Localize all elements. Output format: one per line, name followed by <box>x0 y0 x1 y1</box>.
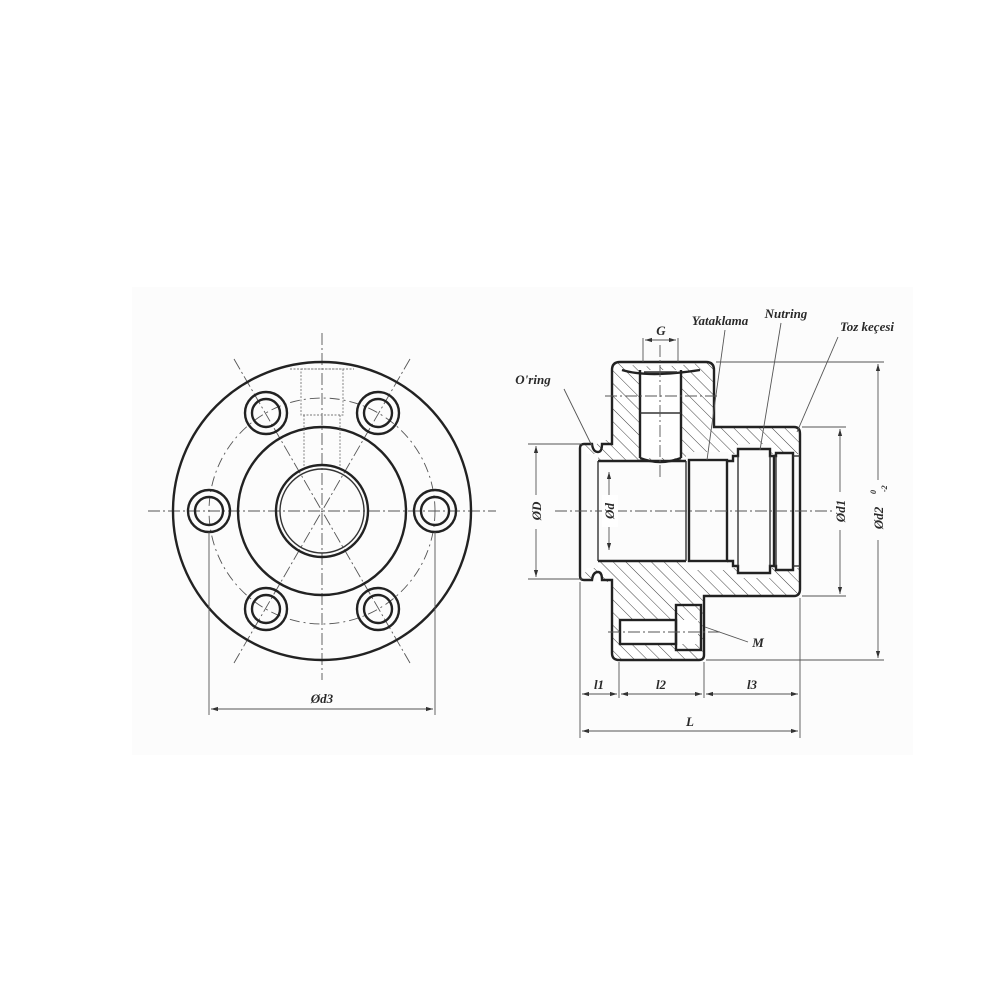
bolt-hole <box>355 390 401 436</box>
hub-circle <box>236 425 408 597</box>
label-d1: Ød1 <box>833 500 848 523</box>
port-g <box>605 345 720 480</box>
body-outline <box>578 360 802 662</box>
flange-outer-circle <box>171 360 473 662</box>
dimension-d2: Ød2 0 -2 <box>706 361 889 661</box>
wiper-groove <box>774 451 800 572</box>
section-view: ØD Ød Ød1 Ød2 0 -2 <box>515 306 894 738</box>
label-l3: l3 <box>747 677 758 692</box>
bearing-groove <box>685 458 729 563</box>
label-d2-tol-lower: -2 <box>880 485 889 492</box>
label-wiper: Toz keçesi <box>840 319 894 334</box>
dimension-lengths: l1 l2 l3 L <box>579 582 801 738</box>
dimension-g: G <box>642 323 679 362</box>
label-bearing: Yataklama <box>692 313 749 328</box>
dimension-D: ØD <box>528 443 582 580</box>
dimension-d1: Ød1 <box>802 426 848 597</box>
label-oring: O'ring <box>515 372 551 387</box>
label-l2: l2 <box>656 677 667 692</box>
hidden-port <box>290 368 354 466</box>
front-view: Ød3 <box>148 333 496 715</box>
callout-m: M <box>704 626 764 650</box>
bolt-hole <box>243 390 289 436</box>
bore-inner-circle <box>279 468 365 554</box>
label-d2: Ød2 <box>871 506 886 530</box>
callout-rod-seal: Nutring <box>759 306 808 451</box>
label-d3: Ød3 <box>310 691 334 706</box>
label-l1: l1 <box>594 677 604 692</box>
callout-oring: O'ring <box>515 372 593 447</box>
label-d: Ød <box>602 503 617 520</box>
callout-bearing: Yataklama <box>692 313 749 461</box>
bolt-hole <box>243 586 289 632</box>
label-D: ØD <box>529 501 544 521</box>
drawing-panel <box>132 287 913 755</box>
label-L: L <box>685 714 694 729</box>
bolt-hole <box>355 586 401 632</box>
label-m: M <box>751 635 764 650</box>
label-rod-seal: Nutring <box>764 306 808 321</box>
dimension-d3: Ød3 <box>208 532 436 715</box>
label-g: G <box>656 323 666 338</box>
bore-outer-circle <box>274 463 370 559</box>
label-d2-tol-upper: 0 <box>869 490 878 494</box>
callout-wiper: Toz keçesi <box>796 319 894 433</box>
mount-thread-m <box>608 603 722 652</box>
dimension-d: Ød <box>602 472 618 550</box>
bolt-circle <box>208 397 436 625</box>
diagonal-centerline <box>233 358 411 664</box>
